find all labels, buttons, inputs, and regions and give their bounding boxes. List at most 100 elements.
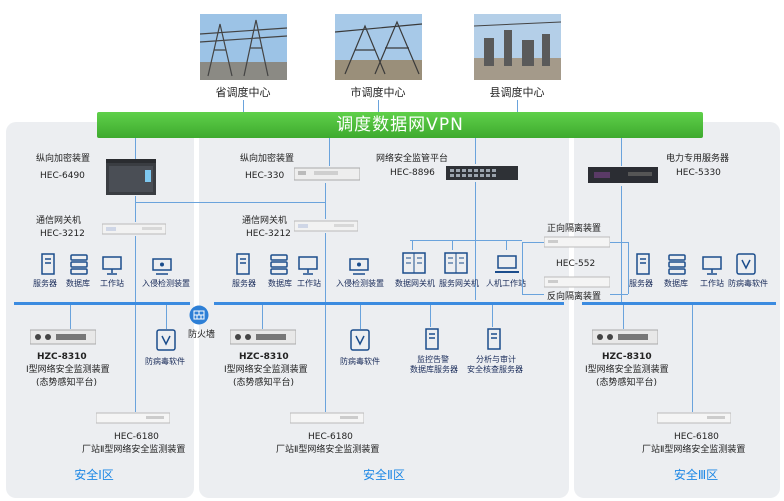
forward-iso-device <box>544 236 610 248</box>
hzc-device-1 <box>30 328 96 346</box>
workstation-icon-3[interactable] <box>702 254 722 276</box>
antivirus-label-3: 防病毒软件 <box>728 279 768 288</box>
data-gateway-label: 数据网关机 <box>395 279 435 288</box>
hec6180-model-3: HEC-6180 <box>674 432 719 442</box>
hec6180-model-1: HEC-6180 <box>114 432 159 442</box>
data-gateway-icon[interactable] <box>402 252 426 274</box>
reverse-iso-device <box>544 276 610 288</box>
database-label-3: 数据库 <box>664 279 688 288</box>
link-encrypt2-down <box>325 183 326 219</box>
hmi-workstation-icon[interactable] <box>494 254 520 276</box>
hzc-model-1: HZC-8310 <box>37 352 87 362</box>
hzc-line1-2: Ⅰ型网络安全监测装置 <box>224 365 308 375</box>
hzc-line1-3: Ⅰ型网络安全监测装置 <box>585 365 669 375</box>
link-iso-bus-right <box>610 294 628 295</box>
netmgr-name: 网络安全监管平台 <box>376 154 449 164</box>
link-netmgr-down <box>475 182 476 300</box>
forward-iso-name: 正向隔离装置 <box>547 224 602 234</box>
link-vpn-server <box>621 138 622 166</box>
link-encrypt1-down <box>135 196 136 222</box>
county-center-label: 县调度中心 <box>489 86 545 99</box>
database-icon-2[interactable] <box>269 253 289 275</box>
link-servgw <box>452 240 453 250</box>
zone2-name: 安全Ⅱ区 <box>363 468 405 482</box>
ids-icon[interactable] <box>152 255 172 277</box>
encrypt1-model: HEC-6490 <box>40 171 85 181</box>
encrypt1-name: 纵向加密装置 <box>36 154 91 164</box>
workstation-label-2: 工作站 <box>297 279 321 288</box>
ids-icon-2[interactable] <box>349 255 369 277</box>
monitor-server-icon[interactable] <box>422 328 442 350</box>
gateway2-device <box>294 219 358 233</box>
substation-photo-2 <box>335 14 422 80</box>
city-center-label: 市调度中心 <box>350 86 406 99</box>
database-label: 数据库 <box>66 279 90 288</box>
gateway1-device <box>102 222 166 236</box>
gateway2-name: 通信网关机 <box>242 216 288 226</box>
workstation-label: 工作站 <box>100 279 124 288</box>
reverse-iso-name: 反向隔离装置 <box>547 292 602 302</box>
link-z1-hec <box>135 305 136 412</box>
hec6180-device-2 <box>290 412 364 424</box>
link-iso-right-v <box>628 242 629 294</box>
hec6180-model-2: HEC-6180 <box>308 432 353 442</box>
hzc-device-2 <box>230 328 296 346</box>
hzc-model-2: HZC-8310 <box>239 352 289 362</box>
workstation-icon[interactable] <box>102 254 122 276</box>
encrypt2-name: 纵向加密装置 <box>240 154 295 164</box>
workstation-label-3: 工作站 <box>700 279 724 288</box>
service-gateway-icon[interactable] <box>444 252 468 274</box>
link-center-2 <box>378 100 379 112</box>
power-server-device <box>588 164 658 186</box>
monitor-label-1: 监控告警 <box>417 355 449 364</box>
link-iso-vertical <box>522 242 523 294</box>
link-z2-hzc <box>262 305 263 329</box>
database-icon[interactable] <box>69 253 89 275</box>
link-z3-hzc <box>623 305 624 329</box>
netmgr-model: HEC-8896 <box>390 168 435 178</box>
hec6180-device-1 <box>96 412 170 424</box>
hmi-workstation-label: 人机工作站 <box>486 279 526 288</box>
ids-label-2: 入侵检测装置 <box>336 279 384 288</box>
database-icon-3[interactable] <box>667 253 687 275</box>
link-z2-audit <box>492 305 493 327</box>
link-center-3 <box>517 100 518 112</box>
antivirus-shield-icon-2[interactable] <box>350 329 370 351</box>
zone2-bus <box>214 302 564 305</box>
encrypt2-model: HEC-330 <box>245 171 285 181</box>
link-hmi <box>506 240 507 250</box>
server-label-2: 服务器 <box>232 279 256 288</box>
gateway1-model: HEC-3212 <box>40 229 85 239</box>
workstation-icon-2[interactable] <box>298 254 318 276</box>
power-server-model: HEC-5330 <box>676 168 721 178</box>
ids-label: 入侵检测装置 <box>142 279 190 288</box>
antivirus-shield-icon-1[interactable] <box>156 329 176 351</box>
link-iso-left <box>522 242 544 243</box>
link-vpn-encrypt1 <box>135 138 136 160</box>
audit-label-2: 安全核查服务器 <box>467 365 523 374</box>
service-gateway-label: 服务网关机 <box>439 279 479 288</box>
hzc-line2-3: (态势感知平台) <box>596 378 658 388</box>
server-icon-3[interactable] <box>633 253 653 275</box>
database-label-2: 数据库 <box>268 279 292 288</box>
server-icon-2[interactable] <box>233 253 253 275</box>
gateway2-model: HEC-3212 <box>246 229 291 239</box>
server-icon[interactable] <box>38 253 58 275</box>
hec6180-device-3 <box>657 412 731 424</box>
link-netmgr-row <box>410 240 522 241</box>
gateway1-name: 通信网关机 <box>36 216 82 226</box>
audit-server-icon[interactable] <box>484 328 504 350</box>
link-z2-hec <box>325 305 326 412</box>
link-z3-hec <box>692 305 693 412</box>
link-vpn-netmgr <box>475 138 476 164</box>
firewall-icon[interactable] <box>189 305 209 325</box>
substation-photo-3 <box>474 14 561 80</box>
zone3-bus <box>582 302 776 305</box>
link-center-1 <box>243 100 244 112</box>
hec6180-desc-2: 厂站Ⅱ型网络安全监测装置 <box>276 445 380 455</box>
zone2-panel <box>199 122 569 498</box>
antivirus-shield-icon-3[interactable] <box>736 253 756 275</box>
link-z1-hzc <box>70 305 71 329</box>
hzc-line2-2: (态势感知平台) <box>233 378 295 388</box>
link-encrypt-row <box>135 202 325 203</box>
